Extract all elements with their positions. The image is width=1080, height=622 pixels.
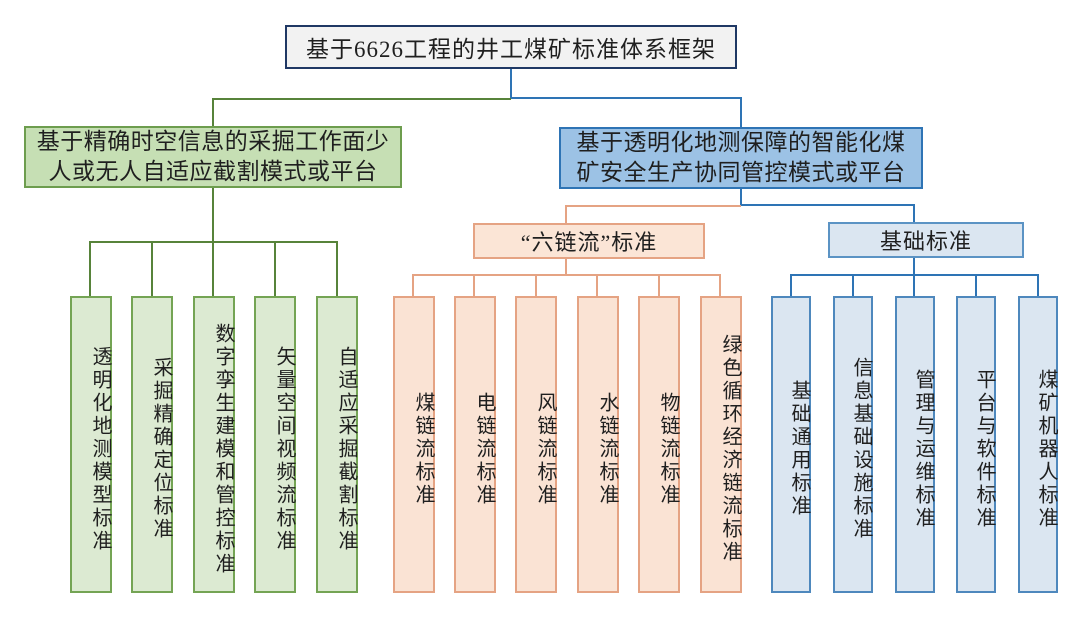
col-information-infrastructure-standard: 信息基础设施标准 — [833, 296, 873, 593]
orange-connectors — [412, 205, 741, 296]
col-wind-chain-flow-standard: 风链流标准 — [515, 296, 557, 593]
connector-to-right-branch — [511, 97, 742, 127]
right-branch-line1: 基于透明化地测保障的智能化煤 — [576, 129, 906, 155]
col-coal-mine-robot-standard: 煤矿机器人标准 — [1018, 296, 1058, 593]
basic-standards-header-box: 基础标准 — [828, 222, 1024, 258]
green-connectors — [89, 98, 511, 296]
connector-to-left-branch — [212, 98, 511, 126]
col-mining-precise-positioning-standard: 采掘精确定位标准 — [131, 296, 173, 593]
col-electric-chain-flow-standard: 电链流标准 — [454, 296, 496, 593]
right-branch-box: 基于透明化地测保障的智能化煤 矿安全生产协同管控模式或平台 — [559, 127, 923, 189]
col-water-chain-flow-standard: 水链流标准 — [577, 296, 619, 593]
left-branch-line2: 人或无人自适应截割模式或平台 — [48, 159, 378, 184]
col-material-chain-flow-standard: 物链流标准 — [638, 296, 680, 593]
col-platform-software-standard: 平台与软件标准 — [956, 296, 996, 593]
connector-to-basic-header — [741, 204, 915, 222]
col-coal-chain-flow-standard: 煤链流标准 — [393, 296, 435, 593]
col-digital-twin-modeling-control-standard: 数字孪生建模和管控标准 — [193, 296, 235, 593]
root-title-box: 基于6626工程的井工煤矿标准体系框架 — [285, 25, 737, 69]
six-chain-flow-header-box: “六链流”标准 — [473, 223, 705, 259]
col-vector-space-video-stream-standard: 矢量空间视频流标准 — [254, 296, 296, 593]
col-adaptive-mining-cutting-standard: 自适应采掘截割标准 — [316, 296, 358, 593]
connector-chain-rail — [412, 274, 721, 296]
left-branch-line1: 基于精确时空信息的采掘工作面少 — [36, 128, 390, 154]
left-branch-box: 基于精确时空信息的采掘工作面少 人或无人自适应截割模式或平台 — [24, 126, 402, 188]
col-management-operations-standard: 管理与运维标准 — [895, 296, 935, 593]
col-basic-general-standard: 基础通用标准 — [771, 296, 811, 593]
blue-connectors — [510, 68, 1039, 296]
connector-to-chain-header — [565, 205, 741, 223]
col-green-circular-economy-chain-flow-standard: 绿色循环经济链流标准 — [700, 296, 742, 593]
col-transparent-geodetic-model-standard: 透明化地测模型标准 — [70, 296, 112, 593]
right-branch-line2: 矿安全生产协同管控模式或平台 — [576, 160, 906, 185]
